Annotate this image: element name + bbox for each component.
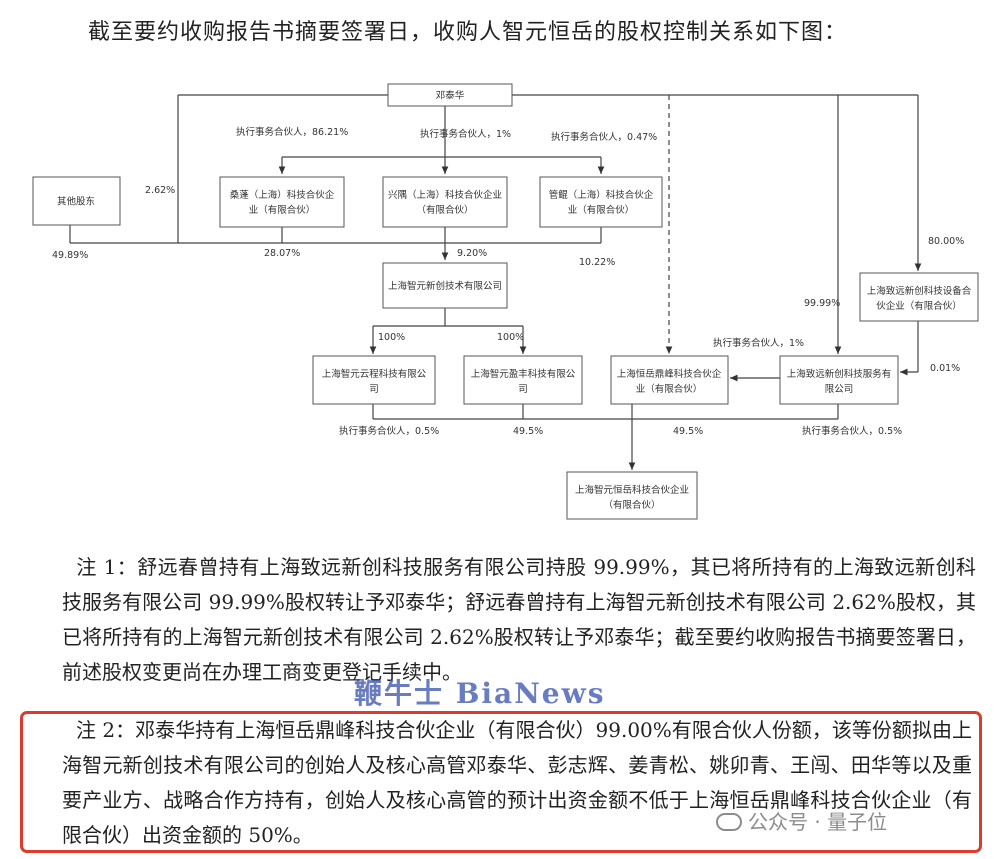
node-label-line1: 兴隅（上海）科技合伙企业 (388, 189, 502, 201)
label-gp-05-a: 执行事务合伙人，0.5% (339, 425, 439, 437)
note-1-text: 注 1：舒远春曾持有上海致远新创科技服务有限公司持股 99.99%，其已将所持有… (62, 555, 976, 684)
node-label-line2: （有限合伙） (603, 499, 660, 511)
node-label-line1: 桑蓬（上海）科技合伙企 (230, 189, 335, 201)
node-label-line2: 业（有限合伙） (636, 383, 703, 395)
label-100-b: 100% (497, 332, 524, 343)
node-sangpeng: 桑蓬（上海）科技合伙企 业（有限合伙） (219, 176, 345, 228)
node-label-line1: 管鲲（上海）科技合伙企 (549, 189, 654, 201)
equity-structure-diagram: 邓泰华 其他股东 桑蓬（上海）科技合伙企 业（有限合伙） 兴隅（上海）科技合伙企… (32, 83, 979, 520)
label-495-b: 49.5% (673, 426, 703, 437)
label-001: 0.01% (930, 363, 960, 374)
node-label-line1: 上海智元盈丰科技有限公 (471, 368, 576, 380)
node-label: 邓泰华 (436, 90, 465, 102)
label-262: 2.62% (145, 185, 175, 196)
node-label-line1: 上海智元恒岳科技合伙企业 (575, 484, 689, 496)
node-label-line2: 司 (518, 384, 528, 395)
label-gp-047: 执行事务合伙人，0.47% (551, 131, 657, 143)
node-guangong: 管鲲（上海）科技合伙企 业（有限合伙） (539, 176, 663, 228)
label-1022: 10.22% (579, 257, 615, 268)
node-dingfeng: 上海恒岳鼎峰科技合伙企 业（有限合伙） (610, 355, 729, 405)
label-920: 9.20% (457, 248, 487, 259)
wechat-icon (716, 813, 742, 831)
node-xingmou: 兴隅（上海）科技合伙企业 （有限合伙） (382, 176, 508, 228)
label-495-a: 49.5% (513, 426, 543, 437)
node-label-line2: 限公司 (825, 384, 854, 395)
node-label-line2: 业（有限合伙） (568, 204, 635, 216)
node-label-line1: 上海智元云程科技有限公 (322, 368, 427, 380)
node-label-line2: 伙企业（有限合伙） (876, 300, 962, 312)
label-9999: 99.99% (804, 298, 840, 309)
node-hengyue: 上海智元恒岳科技合伙企业 （有限合伙） (566, 471, 698, 520)
label-gp-1-b: 执行事务合伙人，1% (713, 337, 804, 349)
note-2: 注 2：邓泰华持有上海恒岳鼎峰科技合伙企业（有限合伙）99.00%有限合伙人份额… (62, 713, 972, 853)
node-label: 其他股东 (57, 196, 95, 208)
intro-text: 截至要约收购报告书摘要签署日，收购人智元恒岳的股权控制关系如下图： (88, 20, 848, 45)
node-zhiyuan-fuwu: 上海致远新创科技服务有 限公司 (779, 355, 899, 405)
node-label: 上海智元新创技术有限公司 (388, 280, 502, 292)
edge-labels: 执行事务合伙人，86.21% 执行事务合伙人，1% 执行事务合伙人，0.47% … (52, 126, 964, 437)
note-2-text: 注 2：邓泰华持有上海恒岳鼎峰科技合伙企业（有限合伙）99.00%有限合伙人份额… (62, 718, 972, 847)
node-label-line2: 业（有限合伙） (249, 204, 316, 216)
label-gp-8621: 执行事务合伙人，86.21% (236, 126, 348, 138)
node-label-line1: 上海致远新创科技服务有 (787, 368, 892, 380)
label-2807: 28.07% (264, 248, 300, 259)
label-4989: 49.89% (52, 250, 88, 261)
node-label-line1: 上海致远新创科技设备合 (867, 285, 972, 297)
node-yuncheng: 上海智元云程科技有限公 司 (312, 355, 436, 405)
note-2-highlight-frame (20, 711, 982, 853)
watermark-qbit-text: 公众号 · 量子位 (748, 810, 888, 834)
node-yingfeng: 上海智元盈丰科技有限公 司 (463, 355, 583, 405)
label-gp-1: 执行事务合伙人，1% (420, 128, 511, 140)
watermark-qbit: 公众号 · 量子位 (716, 806, 887, 835)
node-zhiyuan-xinchuang: 上海智元新创技术有限公司 (382, 262, 508, 309)
node-other-shareholders: 其他股东 (32, 176, 121, 226)
label-100-a: 100% (378, 332, 405, 343)
watermark-biannews: 鞭牛士 BiaNews (354, 677, 606, 710)
label-gp-05-b: 执行事务合伙人，0.5% (802, 425, 902, 437)
label-8000: 80.00% (928, 236, 964, 247)
node-zhiyuan-sheshi: 上海致远新创科技设备合 伙企业（有限合伙） (859, 272, 979, 322)
node-label-line2: 司 (369, 384, 379, 395)
node-label-line1: 上海恒岳鼎峰科技合伙企 (617, 368, 722, 380)
note-1: 注 1：舒远春曾持有上海致远新创科技服务有限公司持股 99.99%，其已将所持有… (62, 550, 976, 690)
node-deng-taihua: 邓泰华 (387, 83, 513, 107)
connector-lines (69, 94, 922, 470)
node-label-line2: （有限合伙） (416, 204, 473, 216)
